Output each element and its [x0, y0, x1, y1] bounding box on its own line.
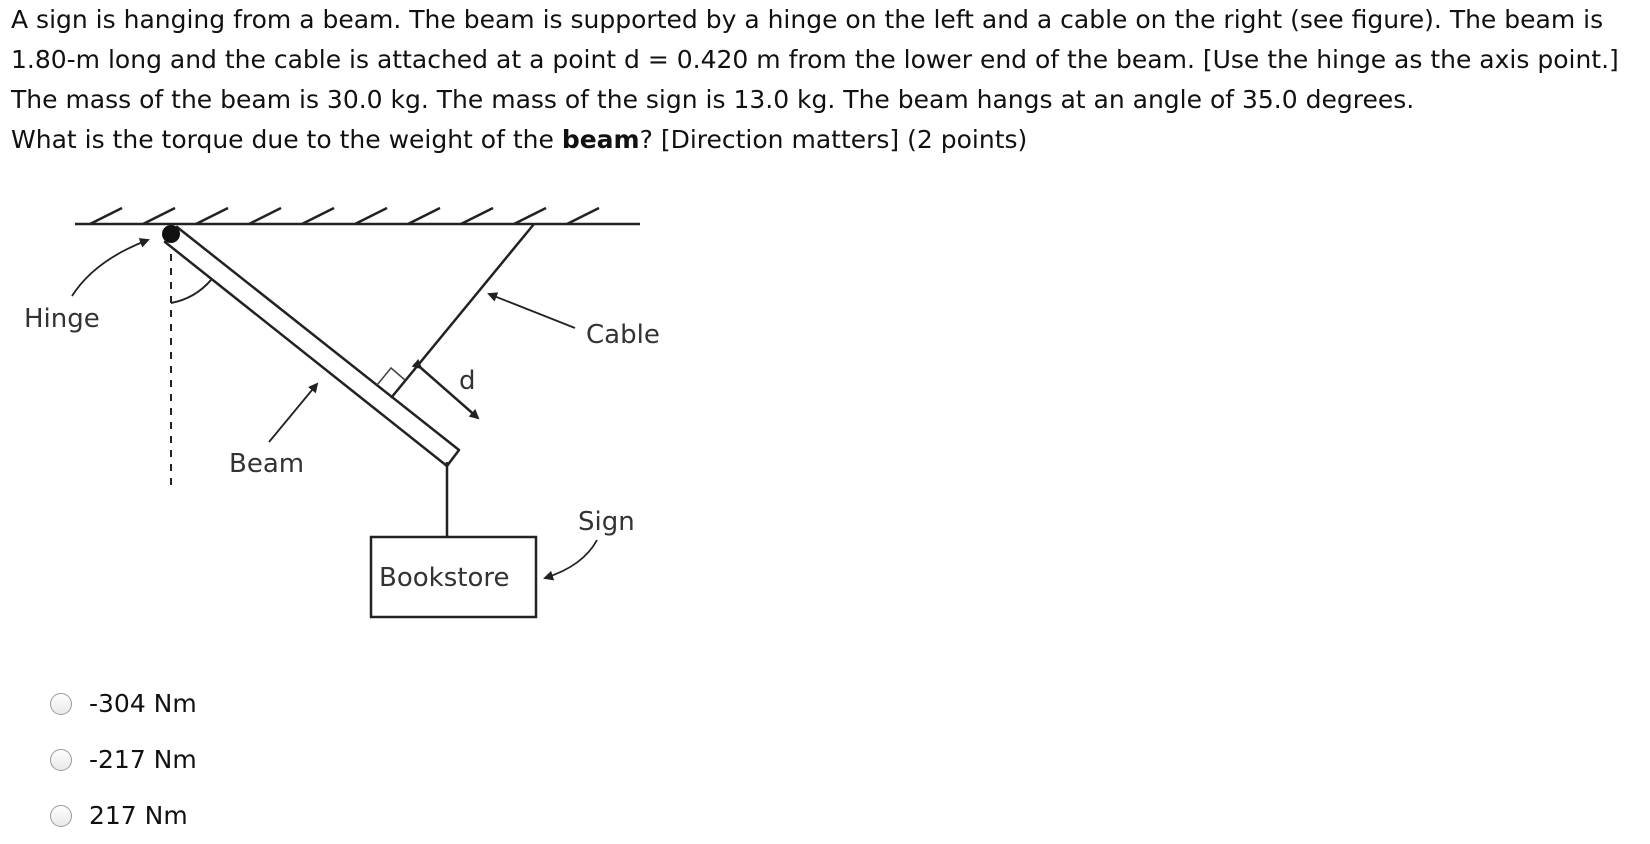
radio-button-3[interactable]	[50, 805, 72, 827]
beam-label: Beam	[229, 449, 304, 479]
cable-pointer-arrow	[487, 292, 576, 329]
answer-option-label: -304 Nm	[89, 689, 197, 718]
beam-pointer-arrow	[268, 382, 319, 443]
d-dimension-arrow	[411, 358, 480, 420]
question-prompt-end: ? [Direction matters] (2 points)	[639, 125, 1028, 154]
radio-button-1[interactable]	[50, 693, 72, 715]
answer-option-2[interactable]: -217 Nm	[50, 732, 197, 788]
sign-pointer-arrow	[543, 539, 598, 581]
sign-label: Sign	[578, 507, 635, 537]
answer-options: -304 Nm -217 Nm 217 Nm	[50, 676, 197, 844]
bookstore-sign	[369, 535, 538, 619]
beam-sign-figure: Hinge Cable d Beam Sign Bookstore	[24, 206, 660, 619]
question-paragraph-2: The mass of the beam is 30.0 kg. The mas…	[11, 85, 1415, 114]
question-emphasis: beam	[561, 125, 640, 154]
question-prompt-start: What is the torque due to the weight of …	[11, 125, 562, 154]
angle-arc	[170, 279, 212, 304]
question-paragraph-3: What is the torque due to the weight of …	[11, 120, 1631, 160]
ceiling	[75, 206, 640, 226]
hinge-pointer-arrow	[71, 238, 150, 297]
answer-option-1[interactable]: -304 Nm	[50, 676, 197, 732]
cable-label: Cable	[586, 320, 660, 350]
right-angle-marker	[376, 366, 406, 386]
question-paragraph-1: A sign is hanging from a beam. The beam …	[11, 5, 1619, 74]
answer-option-label: 217 Nm	[89, 801, 188, 830]
d-label: d	[459, 366, 476, 396]
beam	[163, 225, 461, 468]
hinge-label: Hinge	[24, 304, 100, 334]
answer-option-label: -217 Nm	[89, 745, 197, 774]
question-text: A sign is hanging from a beam. The beam …	[11, 0, 1631, 160]
bookstore-label: Bookstore	[379, 563, 509, 593]
hinge-pin	[162, 225, 180, 243]
radio-button-2[interactable]	[50, 749, 72, 771]
answer-option-3[interactable]: 217 Nm	[50, 788, 197, 844]
